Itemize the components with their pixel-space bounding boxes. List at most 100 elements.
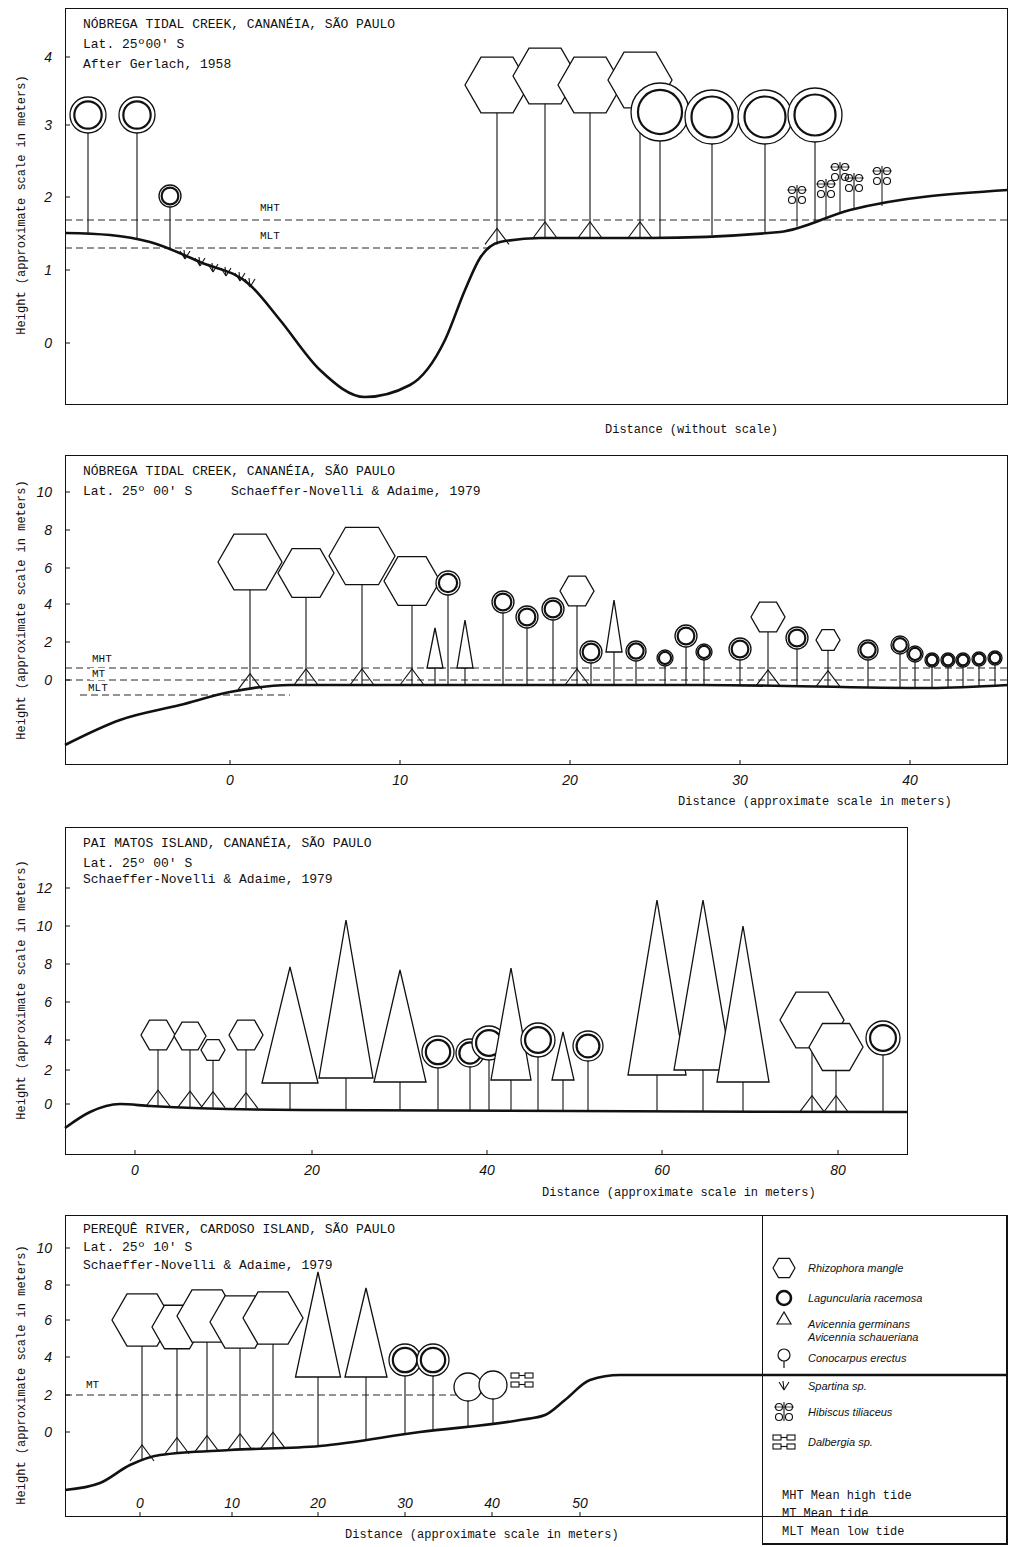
- tick-label: 10: [36, 485, 52, 499]
- legend-symbols: [773, 1258, 795, 1449]
- tree-symbol: [580, 641, 602, 685]
- tree-symbol: [457, 620, 473, 685]
- tree-symbol: [243, 1292, 303, 1448]
- panel-title: Schaeffer-Novelli & Adaime, 1979: [231, 484, 481, 500]
- tick-label: 6: [44, 561, 52, 575]
- axis-title: Distance (approximate scale in meters): [345, 1528, 619, 1542]
- tree-symbol: [542, 598, 564, 685]
- axis-title: Height (approximate scale in meters): [15, 1245, 29, 1504]
- tree-symbol: [329, 527, 395, 685]
- profile-panel: PEREQUÊ RIVER, CARDOSO ISLAND, SÃO PAULO…: [65, 1215, 1008, 1517]
- tick-label: 20: [310, 1496, 326, 1510]
- panel-title: Lat. 25º00' S: [83, 37, 184, 53]
- tick-label: 50: [572, 1496, 588, 1510]
- tick-label: 0: [44, 673, 52, 687]
- tide-line: [65, 680, 1008, 681]
- tick-label: 40: [484, 1496, 500, 1510]
- axis-title: Height (approximate scale in meters): [15, 75, 29, 334]
- legend-symbol: [777, 1291, 791, 1305]
- tick-label: 8: [44, 1278, 52, 1292]
- legend-entry: Spartina sp.: [808, 1380, 867, 1393]
- legend-entry: Conocarpus erectus: [808, 1352, 906, 1365]
- tree-symbol: [229, 1020, 263, 1108]
- legend-symbol: [778, 1349, 790, 1368]
- tick-label: 3: [44, 118, 52, 132]
- tide-line: [65, 1395, 500, 1396]
- tree-symbol: [675, 625, 697, 685]
- panel-title: After Gerlach, 1958: [83, 57, 231, 73]
- tree-symbol: [729, 638, 751, 686]
- tree-symbol: [436, 571, 460, 685]
- axis-title: Distance (without scale): [605, 423, 778, 437]
- tree-symbol: [262, 967, 318, 1110]
- tide-line: [80, 695, 290, 696]
- tree-symbol: [479, 1371, 507, 1423]
- tree-symbol: [844, 173, 864, 209]
- tree-symbol: [830, 162, 850, 213]
- panel-title: Lat. 25º 10' S: [83, 1240, 192, 1256]
- panel-title: PEREQUÊ RIVER, CARDOSO ISLAND, SÃO PAULO: [83, 1222, 395, 1238]
- axis-title: Height (approximate scale in meters): [15, 480, 29, 739]
- tick-label: 0: [44, 1097, 52, 1111]
- profile-panel: NÓBREGA TIDAL CREEK, CANANÉIA, SÃO PAULO…: [65, 455, 1008, 765]
- tree-symbol: [628, 900, 686, 1111]
- ground-profile: [65, 1104, 908, 1128]
- tick-label: 6: [44, 995, 52, 1009]
- panel-title: Lat. 25º 00' S: [83, 856, 192, 872]
- tree-symbol: [866, 1021, 900, 1112]
- tree-symbol: [858, 640, 878, 687]
- legend-entry: Rhizophora mangle: [808, 1262, 903, 1275]
- tree-symbol: [907, 646, 923, 688]
- tick-label: 10: [36, 919, 52, 933]
- tick-label: 0: [131, 1163, 139, 1177]
- tree-symbol: [492, 591, 514, 685]
- tree-symbol: [606, 600, 622, 685]
- tide-line: [65, 248, 490, 249]
- tick-label: 40: [902, 773, 918, 787]
- legend-symbol: [773, 1435, 795, 1449]
- tick-label: 8: [44, 957, 52, 971]
- tree-symbol: [422, 1036, 454, 1110]
- tree-symbol: [141, 1020, 175, 1106]
- tick-label: 2: [44, 190, 52, 204]
- legend-entry: MT Mean tide: [782, 1508, 868, 1521]
- ground-profile: [65, 1375, 1008, 1490]
- tree-symbol: [374, 970, 426, 1110]
- tide-label: MHT: [258, 202, 282, 214]
- tick-label: 20: [304, 1163, 320, 1177]
- profile-panel: PAI MATOS ISLAND, CANANÉIA, SÃO PAULOLat…: [65, 827, 908, 1155]
- tick-label: 0: [44, 336, 52, 350]
- tree-symbol: [988, 651, 1002, 686]
- tick-label: 0: [44, 1425, 52, 1439]
- tree-symbol: [345, 1288, 387, 1440]
- tick-label: 60: [654, 1163, 670, 1177]
- legend-entry: Dalbergia sp.: [808, 1436, 873, 1449]
- tide-label: MT: [90, 668, 107, 680]
- tree-symbol: [201, 1040, 225, 1108]
- axis-title: Distance (approximate scale in meters): [542, 1186, 816, 1200]
- tree-symbol: [787, 185, 807, 227]
- tide-label: MHT: [90, 653, 114, 665]
- tide-label: MT: [84, 1379, 101, 1391]
- tick-label: 0: [226, 773, 234, 787]
- profile-panel: NÓBREGA TIDAL CREEK, CANANÉIA, SÃO PAULO…: [65, 8, 1008, 405]
- legend-entry: MLT Mean low tide: [782, 1526, 904, 1539]
- tick-label: 4: [44, 50, 52, 64]
- tree-symbol: [552, 1032, 574, 1111]
- tree-symbol: [696, 644, 712, 685]
- tree-symbol: [816, 179, 836, 218]
- legend-symbol: [773, 1258, 795, 1277]
- tree-symbol: [891, 636, 909, 688]
- axis-title: Distance (approximate scale in meters): [678, 795, 952, 809]
- tree-symbol: [751, 602, 785, 686]
- tree-symbol: [159, 185, 181, 250]
- panel-title: Schaeffer-Novelli & Adaime, 1979: [83, 1258, 333, 1274]
- tree-symbol: [218, 534, 282, 690]
- profile-drawing: [65, 1248, 1008, 1517]
- legend-entry: Laguncularia racemosa: [808, 1292, 922, 1305]
- tick-label: 8: [44, 523, 52, 537]
- tree-symbol: [788, 88, 842, 221]
- tick-label: 4: [44, 1350, 52, 1364]
- tick-label: 30: [397, 1496, 413, 1510]
